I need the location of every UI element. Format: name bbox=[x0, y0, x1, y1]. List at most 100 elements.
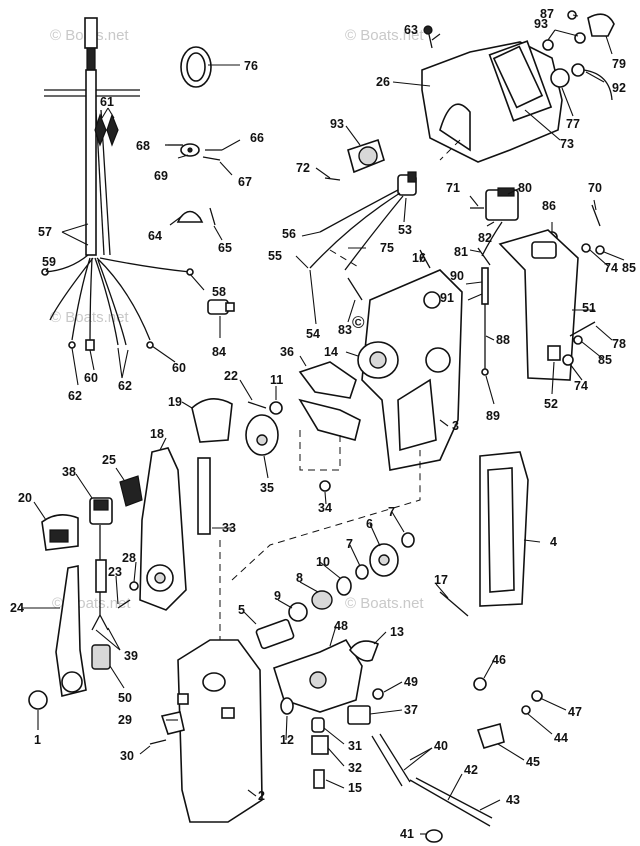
callout-45: 45 bbox=[526, 755, 540, 769]
cable-43 bbox=[415, 777, 493, 819]
callout-75: 75 bbox=[380, 241, 394, 255]
callout-7a: 7 bbox=[388, 505, 395, 519]
clip-69 bbox=[180, 143, 200, 157]
callout-89: 89 bbox=[486, 409, 500, 423]
callout-79: 79 bbox=[612, 57, 626, 71]
callout-9: 9 bbox=[274, 589, 281, 603]
callout-15: 15 bbox=[348, 781, 362, 795]
callout-63: 63 bbox=[404, 23, 418, 37]
lever-36 bbox=[298, 361, 361, 441]
wiring-harness bbox=[41, 17, 194, 351]
callout-32: 32 bbox=[348, 761, 362, 775]
callout-91: 91 bbox=[440, 291, 454, 305]
callout-47: 47 bbox=[568, 705, 582, 719]
callout-25: 25 bbox=[102, 453, 116, 467]
disc-8 bbox=[311, 590, 333, 610]
washer-85b bbox=[573, 335, 583, 345]
callout-60a: 60 bbox=[84, 371, 98, 385]
handle-24 bbox=[55, 565, 87, 697]
plate-4 bbox=[479, 451, 529, 607]
callout-6: 6 bbox=[366, 517, 373, 531]
callout-46: 46 bbox=[492, 653, 506, 667]
callout-42: 42 bbox=[464, 763, 478, 777]
spring-15 bbox=[313, 769, 325, 789]
assembly-line-a bbox=[231, 450, 421, 581]
assembly-line-b bbox=[299, 430, 341, 471]
bezel-77 bbox=[550, 68, 570, 88]
callout-80: 80 bbox=[518, 181, 532, 195]
callout-34: 34 bbox=[318, 501, 332, 515]
washer-1 bbox=[28, 690, 48, 710]
lever-13 bbox=[348, 640, 380, 662]
screw-65 bbox=[209, 207, 216, 226]
eye-41 bbox=[425, 829, 443, 843]
clip-87 bbox=[567, 10, 577, 20]
block-32 bbox=[311, 735, 329, 755]
watermark-top-right: © Boats.net bbox=[345, 27, 424, 44]
callout-90: 90 bbox=[450, 269, 464, 283]
callout-82: 82 bbox=[478, 231, 492, 245]
callout-59: 59 bbox=[42, 255, 56, 269]
callout-36: 36 bbox=[280, 345, 294, 359]
callout-1: 1 bbox=[34, 733, 41, 747]
wire-40 bbox=[371, 733, 411, 787]
callout-18: 18 bbox=[150, 427, 164, 441]
clip-64 bbox=[176, 210, 204, 223]
gasket-73 bbox=[492, 45, 544, 109]
knob-79 bbox=[587, 13, 615, 37]
terminal-61a bbox=[94, 113, 107, 147]
button-25 bbox=[119, 475, 143, 507]
callout-7b: 7 bbox=[346, 537, 353, 551]
washer-74a bbox=[581, 243, 591, 253]
callout-16: 16 bbox=[412, 251, 426, 265]
callout-58: 58 bbox=[212, 285, 226, 299]
callout-57: 57 bbox=[38, 225, 52, 239]
callout-13: 13 bbox=[390, 625, 404, 639]
callout-43: 43 bbox=[506, 793, 520, 807]
callout-50: 50 bbox=[118, 691, 132, 705]
callout-55: 55 bbox=[268, 249, 282, 263]
callout-22: 22 bbox=[224, 369, 238, 383]
callout-4: 4 bbox=[550, 535, 557, 549]
callout-8: 8 bbox=[296, 571, 303, 585]
callout-73: 73 bbox=[560, 137, 574, 151]
callout-93a: 93 bbox=[534, 17, 548, 31]
callout-17: 17 bbox=[434, 573, 448, 587]
callout-61: 61 bbox=[100, 95, 114, 109]
nut-34 bbox=[319, 480, 331, 492]
watermark-bottom-mid: © Boats.net bbox=[345, 595, 424, 612]
washer-44 bbox=[521, 705, 531, 715]
callout-35: 35 bbox=[260, 481, 274, 495]
rod-81 bbox=[477, 247, 491, 266]
plug-84 bbox=[207, 299, 235, 315]
clip-45 bbox=[476, 723, 505, 749]
connector-50 bbox=[91, 644, 111, 670]
callout-41: 41 bbox=[400, 827, 414, 841]
callout-68: 68 bbox=[136, 139, 150, 153]
ring-7a bbox=[355, 564, 369, 580]
wire-54 bbox=[309, 192, 401, 269]
wire-56 bbox=[319, 189, 399, 233]
callout-40: 40 bbox=[434, 739, 448, 753]
callout-37: 37 bbox=[404, 703, 418, 717]
callout-24: 24 bbox=[10, 601, 24, 615]
washer-12 bbox=[280, 697, 294, 715]
bushing-52 bbox=[547, 345, 561, 361]
callout-5: 5 bbox=[238, 603, 245, 617]
callout-85a: 85 bbox=[622, 261, 636, 275]
callout-44: 44 bbox=[554, 731, 568, 745]
switch-93 bbox=[347, 138, 385, 174]
callout-23: 23 bbox=[108, 565, 122, 579]
callout-66: 66 bbox=[250, 131, 264, 145]
connector-53 bbox=[397, 171, 417, 196]
knob-20 bbox=[41, 514, 79, 551]
handle-18 bbox=[139, 447, 187, 611]
callout-20: 20 bbox=[18, 491, 32, 505]
screw-63 bbox=[423, 25, 433, 49]
screw-30 bbox=[149, 739, 167, 745]
callout-60b: 60 bbox=[172, 361, 186, 375]
screw-72 bbox=[324, 177, 341, 181]
terminals-39 bbox=[91, 614, 109, 631]
callout-93b: 93 bbox=[330, 117, 344, 131]
